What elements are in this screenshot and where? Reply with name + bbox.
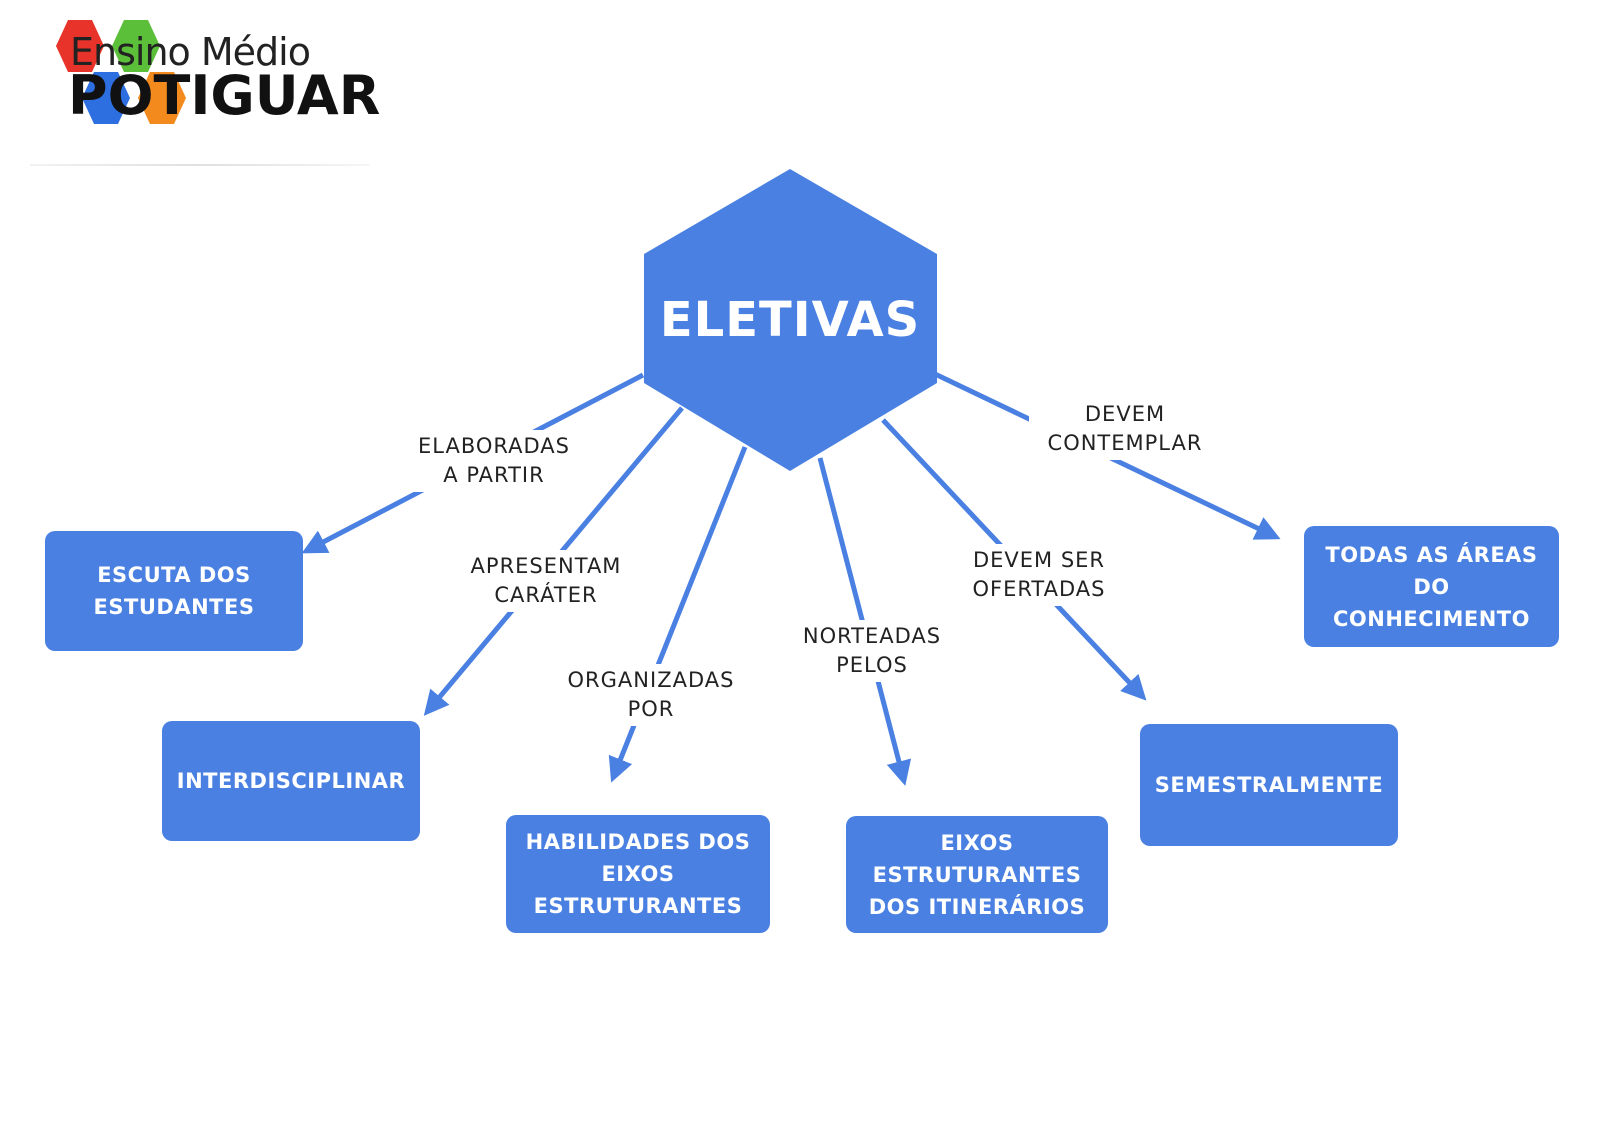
edge-label-devem-ser: DEVEM SER OFERTADAS bbox=[945, 544, 1133, 606]
logo-hexagons-icon bbox=[56, 20, 186, 124]
logo-divider bbox=[30, 164, 370, 166]
logo-hex-blue bbox=[82, 72, 130, 124]
node-eixos-estruturantes: EIXOS ESTRUTURANTES DOS ITINERÁRIOS bbox=[846, 816, 1108, 933]
edge-label-devem-contemplar: DEVEM CONTEMPLAR bbox=[1029, 398, 1221, 460]
edge-label-organizadas: ORGANIZADAS POR bbox=[549, 664, 753, 726]
edge-arrow-habilidades bbox=[608, 446, 748, 783]
edge-label-elaboradas: ELABORADAS A PARTIR bbox=[400, 430, 588, 492]
center-hexagon bbox=[644, 169, 937, 471]
logo-text-potiguar: POTIGUAR bbox=[68, 64, 381, 127]
edge-label-norteadas: NORTEADAS PELOS bbox=[782, 620, 962, 682]
node-todas-as-areas: TODAS AS ÁREAS DO CONHECIMENTO bbox=[1304, 526, 1559, 647]
center-label: ELETIVAS bbox=[659, 292, 921, 348]
logo-hex-green bbox=[112, 20, 160, 72]
node-habilidades-dos-eixos: HABILIDADES DOS EIXOS ESTRUTURANTES bbox=[506, 815, 770, 933]
logo: Ensino Médio POTIGUAR bbox=[30, 8, 380, 168]
logo-text-ensino-medio: Ensino Médio bbox=[70, 30, 311, 74]
logo-hex-red bbox=[56, 20, 104, 72]
logo-hex-orange bbox=[138, 72, 186, 124]
node-interdisciplinar: INTERDISCIPLINAR bbox=[162, 721, 420, 841]
node-semestralmente: SEMESTRALMENTE bbox=[1140, 724, 1398, 846]
edge-label-apresentam: APRESENTAM CARÁTER bbox=[452, 550, 640, 612]
node-escuta-dos-estudantes: ESCUTA DOS ESTUDANTES bbox=[45, 531, 303, 651]
edge-arrow-eixos bbox=[817, 457, 912, 786]
